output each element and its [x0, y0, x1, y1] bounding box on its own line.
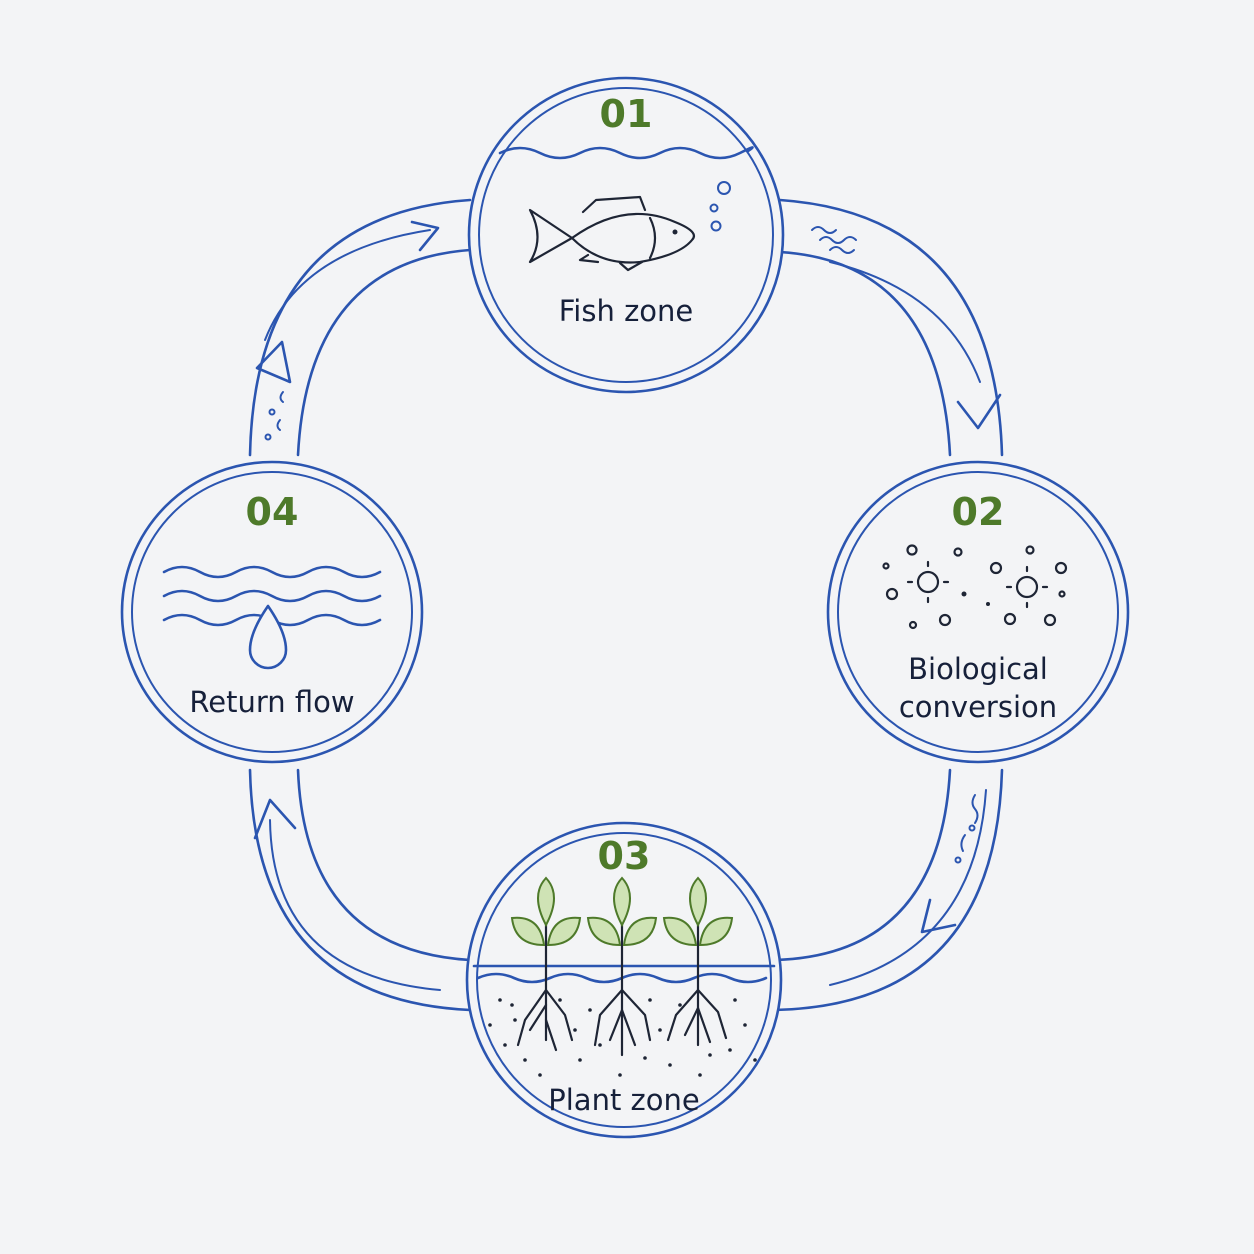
- fish-icon: [528, 195, 696, 272]
- plant-icon: [510, 876, 734, 1057]
- connector-return-to-fish: [248, 198, 472, 457]
- stage-label-return-flow: Return flow: [189, 685, 355, 719]
- gravel-dots-icon: [488, 998, 757, 1077]
- stage-label-biological: Biological: [908, 652, 1048, 686]
- stage-number-01: 01: [599, 92, 653, 136]
- bubbles-icon: [709, 181, 731, 232]
- plant-left: [510, 876, 582, 1052]
- stage-circle-bio: [826, 460, 1130, 764]
- flow-arrow-return-upward: [255, 340, 292, 384]
- flow-arrow-return-to-fish: [410, 220, 440, 252]
- water-surface-icon: [498, 146, 754, 160]
- stage-label-plant-zone: Plant zone: [548, 1083, 700, 1117]
- stage-label-fish-zone: Fish zone: [558, 294, 694, 328]
- stage-label-conversion: conversion: [898, 690, 1058, 724]
- stage-number-04: 04: [245, 490, 299, 534]
- plant-middle: [586, 876, 658, 1057]
- connector-fish-to-bio: [778, 198, 1004, 457]
- rising-bubble-marks: [264, 391, 284, 441]
- stage-number-03: 03: [597, 834, 651, 878]
- connector-bio-to-plant: [773, 768, 1004, 1012]
- flow-arrow-plant-to-return: [253, 798, 297, 840]
- bacteria-icon: [882, 544, 1068, 630]
- flow-arrow-bio-to-plant: [920, 898, 957, 934]
- water-squiggle-marks: [811, 226, 857, 254]
- connector-plant-to-return: [248, 768, 472, 1012]
- stage-number-02: 02: [951, 490, 1005, 534]
- microbe-squiggle-marks: [954, 794, 979, 864]
- plant-right: [662, 876, 734, 1047]
- water-drop-icon: [248, 604, 288, 670]
- flow-arrow-fish-to-bio: [956, 393, 1002, 430]
